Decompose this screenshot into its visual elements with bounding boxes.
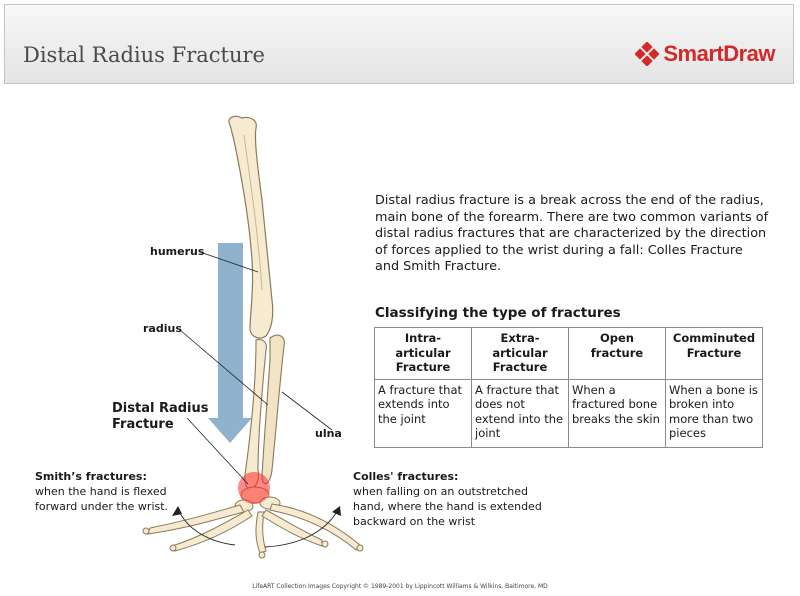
cell-extra-articular: A fracture that does not extend into the… [471,378,569,448]
label-distal-radius-fracture: Distal Radius Fracture [112,401,209,432]
label-ulna: ulna [315,427,342,440]
cell-open-fracture: When a fractured bone breaks the skin [568,378,666,448]
label-radius: radius [143,322,182,335]
cell-comminuted-fracture: When a bone is broken into more than two… [665,378,763,448]
colles-rotation-arrow [264,509,339,548]
header-extra-articular: Extra-articular Fracture [471,327,569,380]
humerus-leader [199,251,259,273]
smiths-note-body: when the hand is flexed forward under th… [35,485,169,513]
header-intra-articular: Intra-articular Fracture [374,327,472,380]
label-humerus: humerus [150,245,205,258]
description-text: Distal radius fracture is a break across… [375,193,769,274]
ulna-leader [281,391,333,431]
fracture-classification-table: Intra-articular Fracture Extra-articular… [374,327,763,448]
header-comminuted-fracture: Comminuted Fracture [665,327,763,380]
diamond-logo-icon [635,42,660,66]
fracture-highlight [238,472,270,504]
header-open-fracture: Open fracture [568,327,666,380]
page-title: Distal Radius Fracture [23,43,265,67]
fracture-leader [186,417,249,485]
smiths-note-title: Smith’s fractures: [35,470,147,483]
ulna-bone [261,334,285,485]
cell-intra-articular: A fracture that extends into the joint [374,378,472,448]
force-direction-arrow [208,243,252,443]
radius-leader [179,329,269,406]
logo-text: SmartDraw [663,41,775,66]
table-title: Classifying the type of fractures [375,305,621,321]
colles-note-body: when falling on an outstretched hand, wh… [353,485,542,528]
copyright-footer: LifeART Collection Images Copyright © 19… [252,583,548,590]
hand-bones [142,486,364,559]
colles-fracture-note: Colles' fractures: when falling on an ou… [353,469,543,529]
smartdraw-logo[interactable]: SmartDraw [635,41,775,67]
smiths-fracture-note: Smith’s fractures: when the hand is flex… [35,469,195,514]
table-header-row: Intra-articular Fracture Extra-articular… [374,327,763,380]
table-row: A fracture that extends into the joint A… [374,378,763,448]
colles-note-title: Colles' fractures: [353,470,459,483]
header-bar: Distal Radius Fracture SmartDraw [4,4,794,84]
